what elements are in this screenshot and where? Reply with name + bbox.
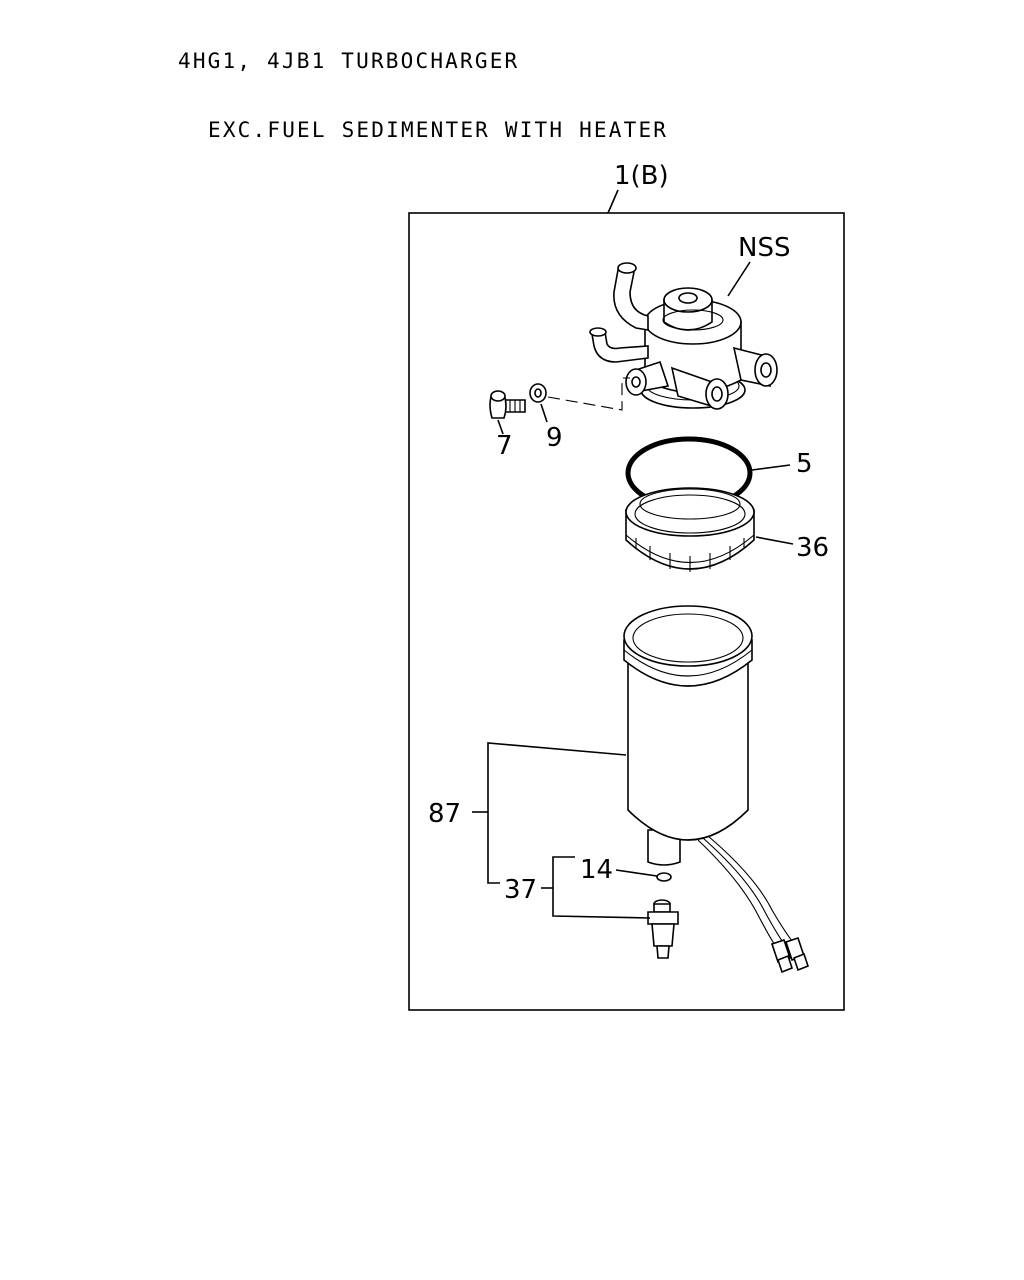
callout-7: 7 (496, 431, 513, 461)
assembly-label: 1(B) (614, 161, 669, 191)
heater-leads (697, 835, 809, 974)
title-line-2: EXC.FUEL SEDIMENTER WITH HEATER (208, 118, 669, 142)
callout-14: 14 (580, 855, 613, 885)
bleed-screw (489, 390, 526, 419)
drain-plug (647, 899, 679, 959)
callout-5: 5 (796, 449, 813, 479)
diagram-title: 4HG1, 4JB1 TURBOCHARGER EXC.FUEL SEDIMEN… (178, 4, 668, 165)
retaining-ring (625, 487, 755, 572)
callout-9: 9 (546, 423, 563, 453)
callout-36: 36 (796, 533, 829, 563)
washer (529, 383, 547, 403)
callout-nss: NSS (738, 233, 790, 263)
filter-head (589, 262, 778, 410)
title-line-1: 4HG1, 4JB1 TURBOCHARGER (178, 49, 520, 73)
assembly-frame (408, 212, 845, 1011)
sedimenter-bowl (623, 605, 753, 866)
drain-o-ring (656, 872, 672, 882)
callout-87: 87 (428, 799, 461, 829)
callout-37: 37 (504, 875, 537, 905)
